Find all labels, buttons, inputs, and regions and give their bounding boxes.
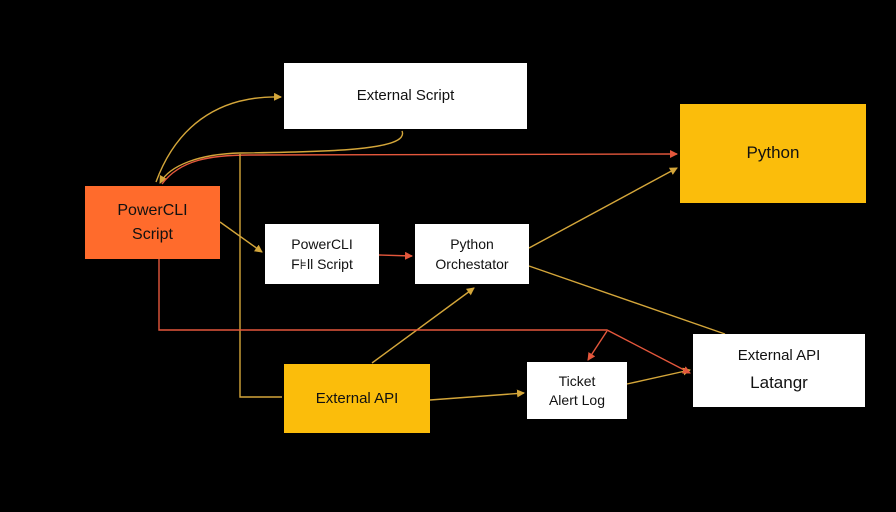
edge-external-api-left-to-orchestrator xyxy=(371,287,475,364)
node-powercli-fpl-line2: F⊧ll Script xyxy=(291,256,353,272)
node-external-api-right: External API Latangr xyxy=(693,334,865,407)
node-ticket-alert-log-line2: Alert Log xyxy=(548,391,606,408)
node-external-api-right-line2: Latangr xyxy=(750,373,808,393)
node-external-api-left-label: External API xyxy=(315,389,399,407)
node-powercli-script-line2: Script xyxy=(132,225,173,243)
edge-powercli-to-fpl xyxy=(219,221,263,253)
edge-powercli-to-external-script xyxy=(155,92,282,183)
node-external-api-left: External API xyxy=(284,364,430,433)
edge-external-api-left-to-ticket xyxy=(429,389,525,401)
node-ticket-alert-log-line1: Ticket xyxy=(558,373,596,390)
edge-ticket-to-external-api-right xyxy=(626,367,691,385)
node-external-script: External Script xyxy=(284,63,527,129)
edge-external-script-to-external-api-left xyxy=(239,154,282,398)
edge-powercli-to-external-api-right xyxy=(158,259,691,374)
edge-fpl-to-orchestrator xyxy=(378,251,413,260)
node-python: Python xyxy=(680,104,866,203)
edge-branch-to-ticket xyxy=(587,330,608,361)
node-ticket-alert-log: Ticket Alert Log xyxy=(527,362,627,419)
node-python-orchestrator-line2: Orchestator xyxy=(435,256,509,272)
edge-orchestrator-to-external-api-right xyxy=(528,265,726,335)
node-external-api-right-line1: External API xyxy=(737,347,821,365)
node-powercli-fpl-script: PowerCLI F⊧ll Script xyxy=(265,224,379,284)
node-python-label: Python xyxy=(746,143,800,163)
node-external-script-label: External Script xyxy=(356,87,455,105)
node-python-orchestrator-line1: Python xyxy=(450,235,494,252)
node-powercli-script: PowerCLI Script xyxy=(85,186,220,259)
node-powercli-script-line1: PowerCLI xyxy=(117,202,188,220)
node-powercli-fpl-line1: PowerCLI xyxy=(291,235,353,252)
edge-orchestrator-to-python xyxy=(528,167,678,249)
node-python-orchestrator: Python Orchestator xyxy=(415,224,529,284)
edge-external-script-to-powercli xyxy=(159,130,404,184)
edge-powercli-to-python xyxy=(161,150,678,185)
